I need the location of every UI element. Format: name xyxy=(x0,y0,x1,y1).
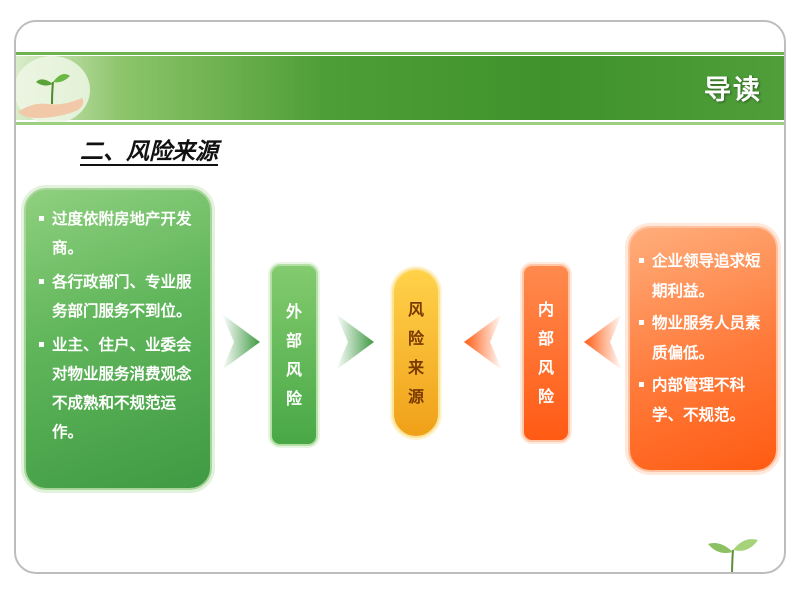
external-risk-char: 险 xyxy=(285,389,302,408)
list-item-text: 内部管理不科学、不规范。 xyxy=(652,376,746,424)
external-risk-char: 风 xyxy=(285,360,302,379)
list-item-text: 过度依附房地产开发商。 xyxy=(52,210,192,257)
banner-top-stripe xyxy=(16,52,784,55)
external-factors-box: ▪ 过度依附房地产开发商。 ▪ 各行政部门、专业服务部门服务不到位。 ▪ 业主、住户、… xyxy=(24,188,212,490)
list-item: ▪ 各行政部门、专业服务部门服务不到位。 xyxy=(38,267,202,326)
arrow-left-icon xyxy=(584,314,622,370)
risk-source-char: 风 xyxy=(407,300,424,319)
risk-source-char: 源 xyxy=(407,387,424,406)
arrow-right-icon xyxy=(222,314,260,370)
internal-risk-char: 部 xyxy=(537,329,554,348)
bullet-icon: ▪ xyxy=(638,379,645,390)
list-item: ▪ 物业服务人员素质偏低。 xyxy=(638,308,770,368)
internal-risk-char: 险 xyxy=(537,387,554,406)
external-factors-list: ▪ 过度依附房地产开发商。 ▪ 各行政部门、专业服务部门服务不到位。 ▪ 业主、住户、… xyxy=(26,190,210,447)
external-risk-char: 外 xyxy=(285,302,302,321)
risk-source-char: 来 xyxy=(407,358,424,377)
list-item: ▪ 过度依附房地产开发商。 xyxy=(38,204,202,263)
arrow-left-icon xyxy=(464,314,502,370)
list-item: ▪ 内部管理不科学、不规范。 xyxy=(638,370,770,430)
bullet-icon: ▪ xyxy=(638,317,645,328)
header-banner: 导读 xyxy=(16,52,784,125)
bullet-icon: ▪ xyxy=(38,339,45,350)
bullet-icon: ▪ xyxy=(38,276,45,287)
list-item-text: 物业服务人员素质偏低。 xyxy=(652,314,761,362)
list-item-text: 业主、住户、业委会对物业服务消费观念不成熟和不规范运作。 xyxy=(52,336,192,441)
list-item: ▪ 业主、住户、业委会对物业服务消费观念不成熟和不规范运作。 xyxy=(38,330,202,447)
list-item: ▪ 企业领导追求短期利益。 xyxy=(638,246,770,306)
internal-factors-list: ▪ 企业领导追求短期利益。 ▪ 物业服务人员素质偏低。 ▪ 内部管理不科学、不规范。 xyxy=(630,228,776,430)
risk-source-label: 风 险 来 源 xyxy=(392,268,440,438)
bullet-icon: ▪ xyxy=(38,213,45,224)
external-risk-label: 外 部 风 险 xyxy=(270,264,318,446)
list-item-text: 企业领导追求短期利益。 xyxy=(652,252,761,300)
sprout-icon xyxy=(708,539,758,572)
external-risk-char: 部 xyxy=(285,331,302,350)
slide-frame: 导读 二、风险来源 ▪ 过度依附房地产开发商。 ▪ 各行政部门、专业服务部门服务不到… xyxy=(14,20,786,574)
banner-title: 导读 xyxy=(704,75,762,106)
internal-risk-char: 内 xyxy=(537,300,554,319)
risk-source-char: 险 xyxy=(407,329,424,348)
bullet-icon: ▪ xyxy=(638,255,645,266)
internal-risk-char: 风 xyxy=(537,358,554,377)
section-title: 二、风险来源 xyxy=(80,139,218,165)
list-item-text: 各行政部门、专业服务部门服务不到位。 xyxy=(52,273,192,320)
banner-bottom-stripe xyxy=(16,122,784,125)
internal-factors-box: ▪ 企业领导追求短期利益。 ▪ 物业服务人员素质偏低。 ▪ 内部管理不科学、不规范。 xyxy=(628,226,778,472)
arrow-right-icon xyxy=(336,314,374,370)
hand-with-sprout-icon xyxy=(16,56,90,124)
internal-risk-label: 内 部 风 险 xyxy=(522,264,570,442)
